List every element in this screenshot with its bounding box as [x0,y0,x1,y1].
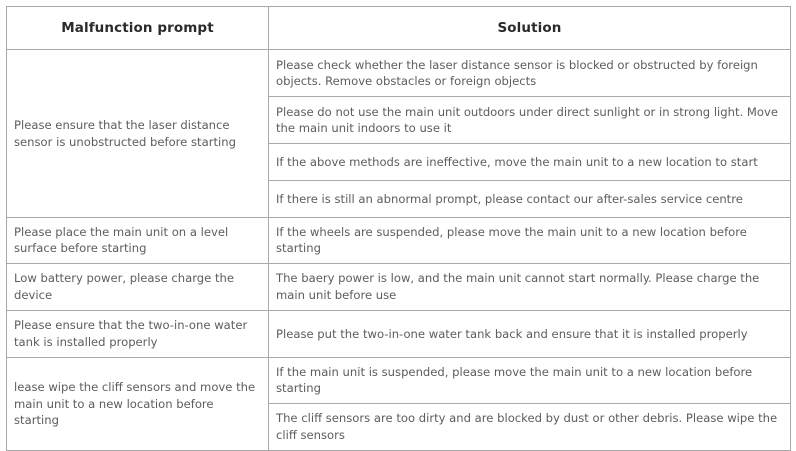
solution-cell: If the above methods are ineffective, mo… [268,143,791,181]
solution-cell: If there is still an abnormal prompt, pl… [268,180,791,218]
malfunction-prompt-cell: Please ensure that the two-in-one water … [6,309,269,358]
table-row: Low battery power, please charge the dev… [6,262,791,311]
table-row: Please ensure that the two-in-one water … [6,309,791,358]
table-row: Please do not use the main unit outdoors… [7,96,791,144]
table-header: Malfunction prompt Solution [6,6,791,50]
malfunction-prompt-cell: Please ensure that the laser distance se… [6,49,269,218]
solution-cell: If the main unit is suspended, please mo… [268,356,791,404]
column-header-malfunction-prompt: Malfunction prompt [6,6,269,50]
table-row: lease wipe the cliff sensors and move th… [6,356,791,451]
solution-cell: The baery power is low, and the main uni… [268,262,791,311]
solution-cell: If the wheels are suspended, please move… [268,217,791,264]
table-row: Please place the main unit on a level su… [6,217,791,264]
table-row: If the above methods are ineffective, mo… [7,143,791,181]
troubleshooting-table-page: Malfunction prompt Solution Please ensur… [6,6,791,451]
malfunction-prompt-cell: Low battery power, please charge the dev… [6,262,269,311]
solution-cell: Please do not use the main unit outdoors… [268,96,791,144]
solution-cell: The cliff sensors are too dirty and are … [268,402,791,451]
malfunction-prompt-cell: Please place the main unit on a level su… [6,217,269,264]
malfunction-solution-table: Malfunction prompt Solution Please ensur… [6,6,791,451]
solution-cell: Please check whether the laser distance … [268,49,791,97]
malfunction-prompt-cell: lease wipe the cliff sensors and move th… [6,356,269,451]
column-header-solution: Solution [268,6,791,50]
table-body: Please ensure that the laser distance se… [6,49,791,451]
table-row: Please ensure that the laser distance se… [6,49,791,218]
table-header-row: Malfunction prompt Solution [6,6,791,50]
table-row: If there is still an abnormal prompt, pl… [7,180,791,218]
solution-cell: Please put the two-in-one water tank bac… [268,309,791,358]
